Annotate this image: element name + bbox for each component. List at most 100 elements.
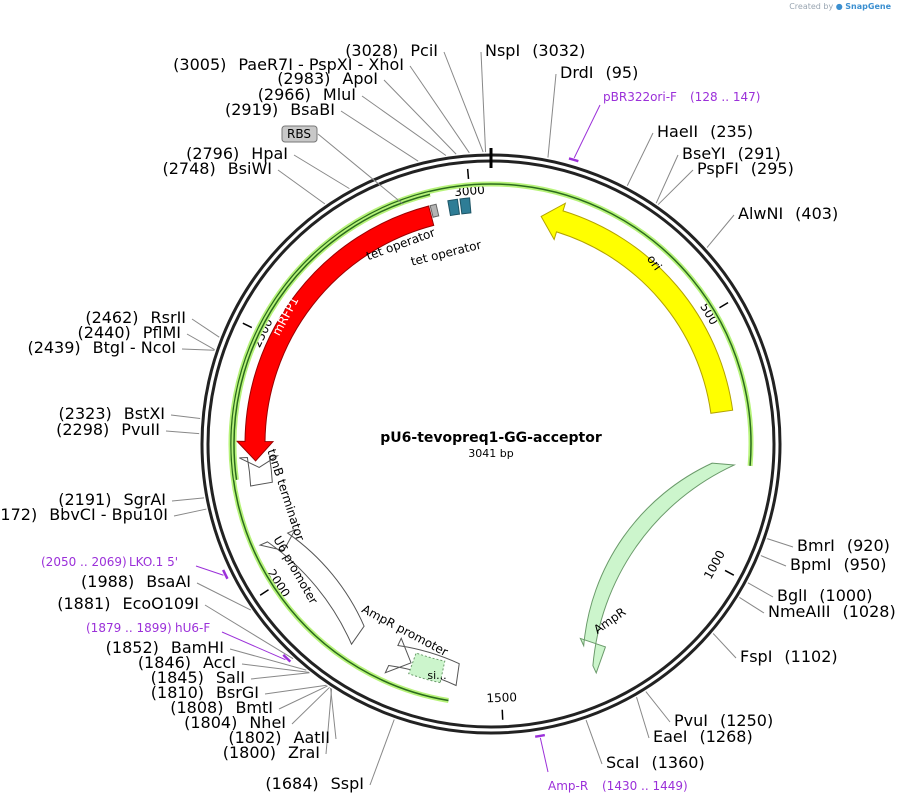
feature-label-signal: si... [427, 669, 446, 682]
site-name: SspI [331, 774, 364, 793]
feature-tet-operator-2 [459, 197, 472, 215]
site-leader-pspfi [657, 169, 694, 205]
site-position: (1852) [106, 638, 159, 657]
site-name: HpaI [251, 144, 288, 163]
site-position: (1360) [651, 753, 704, 772]
site-pvui: PvuI (1250) [674, 711, 773, 730]
site-name: BbvCI - Bpu10I [49, 505, 168, 524]
site-scai: ScaI (1360) [606, 753, 705, 772]
site-name: SalI [216, 668, 245, 687]
site-leader-eaei [636, 697, 650, 739]
site-leader-nmeaiii [739, 597, 765, 614]
site-leader-drdi [547, 73, 557, 158]
primer-range-lko1: (2050 .. 2069) [41, 555, 127, 569]
site-bmti: (1808)BmtI [170, 698, 273, 717]
rbs-callout: RBS [281, 125, 404, 205]
site-bsaai: (1988)BsaAI [81, 572, 191, 591]
site-name: ScaI [606, 753, 639, 772]
site-position: (3005) [173, 55, 226, 74]
site-name: PciI [410, 41, 438, 60]
site-pspfi: PspFI(295) [697, 159, 794, 178]
site-leader-paer7i-pspxi-xhoi [409, 65, 470, 154]
site-position: (3028) [345, 41, 398, 60]
site-position: (1808) [170, 698, 223, 717]
tick-label: 1500 [486, 690, 517, 705]
feature-label-ampr-promoter: AmpR promoter [359, 602, 450, 659]
site-name: BsiWI [228, 159, 272, 178]
site-leader-bamhi [229, 648, 307, 671]
site-pcii: (3028) PciI [345, 41, 438, 60]
site-position: (2172) [0, 505, 37, 524]
site-sspi: (1684)SspI [265, 774, 364, 793]
site-bsrgi: (1810) BsrGI [151, 683, 259, 702]
site-position: (1845) [151, 668, 204, 687]
site-sali: (1845) SalI [151, 668, 245, 687]
site-leader-bpmi [760, 555, 787, 567]
site-sgrai: (2191)SgrAI [58, 490, 166, 509]
site-position: (1250) [720, 711, 773, 730]
site-position: (2323) [59, 404, 112, 423]
site-leader-bmri [767, 538, 794, 548]
feature-ori [540, 202, 734, 414]
site-name: BsrGI [216, 683, 259, 702]
tick-mark [719, 301, 729, 309]
site-leader-sspi [369, 719, 395, 786]
primer-range-hu6-f: (1879 .. 1899) [86, 621, 172, 635]
site-leader-fspi [712, 633, 737, 659]
site-rsrii: (2462)RsrII [85, 308, 186, 327]
site-mlui: (2966) MluI [258, 85, 356, 104]
rbs-label: RBS [287, 127, 311, 141]
site-position: (3032) [532, 41, 585, 60]
site-position: (295) [751, 159, 794, 178]
primer-range-amp-r: (1430 .. 1449) [602, 779, 688, 793]
site-leader-pflmi [186, 333, 215, 351]
feature-u6-promoter [258, 528, 365, 646]
site-leader-sali [250, 672, 310, 680]
primer-label-pbr322ori-f: pBR322ori-F [603, 90, 677, 104]
site-leader-acci [241, 663, 310, 673]
site-position: (2796) [186, 144, 239, 163]
primer-label-hu6-f: hU6-F [175, 621, 210, 635]
site-position: (2748) [163, 159, 216, 178]
site-position: (2966) [258, 85, 311, 104]
site-name: NspI [485, 41, 520, 60]
site-name: BamHI [171, 638, 224, 657]
site-nhei: (1804)NheI [184, 713, 286, 732]
site-name: AccI [203, 653, 236, 672]
site-position: (1988) [81, 572, 134, 591]
site-leader-apoi [383, 79, 457, 155]
site-leader-bseyi [655, 154, 679, 204]
site-leader-mlui [361, 95, 447, 156]
mrfp1-track [233, 193, 431, 480]
site-leader-bsabi [340, 110, 419, 162]
site-leader-bsrgi [264, 684, 327, 695]
site-position: (2919) [225, 100, 278, 119]
primer-mark-amp-r [534, 733, 546, 738]
site-position: (1268) [699, 727, 752, 746]
site-zrai: (1800)ZraI [223, 743, 320, 762]
site-nmeaiii: NmeAIII(1028) [768, 602, 896, 621]
site-name: PvuI [674, 711, 708, 730]
site-leader-pvuii [165, 430, 200, 435]
site-bbvci-bpu10i: (2172) BbvCI - Bpu10I [0, 505, 168, 524]
site-name: NheI [249, 713, 286, 732]
site-position: (1810) [151, 683, 204, 702]
site-position: (1802) [228, 728, 281, 747]
site-name: MluI [323, 85, 356, 104]
primer-marks [195, 104, 601, 773]
site-name: HaeII [657, 122, 698, 141]
site-bgli: BglI(1000) [777, 586, 873, 605]
site-haeii: HaeII(235) [657, 122, 753, 141]
tick-mark [466, 168, 470, 180]
feature-tet-operator-1 [447, 198, 461, 217]
site-acci: (1846)AccI [138, 653, 236, 672]
site-position: (1028) [843, 602, 896, 621]
site-alwni: AlwNI(403) [738, 204, 838, 223]
site-name: BstXI [124, 404, 165, 423]
site-leader-bgli [747, 582, 774, 598]
site-position: (1881) [57, 594, 110, 613]
site-drdi: DrdI(95) [560, 63, 638, 82]
site-leader-zrai [325, 688, 333, 755]
site-leader-bsiwi [277, 169, 326, 205]
